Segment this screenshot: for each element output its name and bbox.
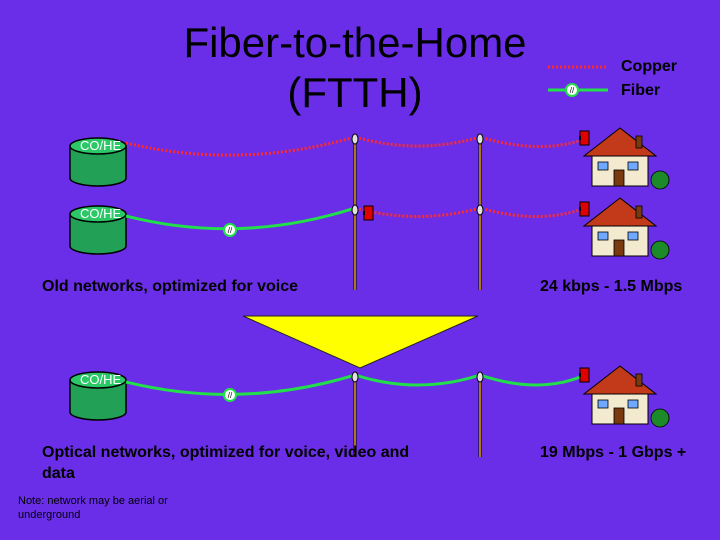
old-networks-speed: 24 kbps - 1.5 Mbps xyxy=(540,278,683,295)
legend-fiber-label: Fiber xyxy=(621,82,661,99)
row-copper-network: CO/HE xyxy=(69,127,670,221)
legend xyxy=(548,65,608,97)
title-line-1: Fiber-to-the-Home xyxy=(183,19,527,66)
splice-icon xyxy=(223,223,237,237)
title-line-2: (FTTH) xyxy=(287,69,423,116)
fiber-line-row3 xyxy=(125,373,586,396)
optical-networks-caption: Optical networks, optimized for voice, v… xyxy=(42,444,410,482)
pole-icon xyxy=(475,370,485,459)
house-icon xyxy=(583,197,670,260)
drop-box-icon xyxy=(578,367,590,383)
drop-box-icon xyxy=(362,205,374,221)
transition-arrow xyxy=(242,315,479,369)
copper-line-row1 xyxy=(125,135,586,157)
copper-line-row2 xyxy=(354,206,586,218)
footnote: Note: network may be aerial or undergrou… xyxy=(18,495,168,521)
house-icon xyxy=(583,365,670,428)
co-he-label-2: CO/HE xyxy=(80,206,122,221)
old-networks-caption: Old networks, optimized for voice xyxy=(42,278,299,295)
fiber-line-row2 xyxy=(125,206,356,231)
legend-splice-icon xyxy=(565,83,579,97)
optical-networks-speed: 19 Mbps - 1 Gbps + xyxy=(540,444,687,461)
slide-title: Fiber-to-the-Home (FTTH) xyxy=(160,18,550,118)
splice-icon xyxy=(223,388,237,402)
house-icon xyxy=(583,127,670,190)
co-he-label-1: CO/HE xyxy=(80,138,122,153)
pole-icon xyxy=(475,203,485,292)
co-he-label-3: CO/HE xyxy=(80,372,122,387)
row-hybrid-network: CO/HE xyxy=(69,197,670,292)
legend-copper-label: Copper xyxy=(621,58,677,75)
drop-box-icon xyxy=(578,130,590,146)
row-fiber-network: CO/HE xyxy=(69,365,670,459)
pole-icon xyxy=(350,203,360,292)
drop-box-icon xyxy=(578,201,590,217)
